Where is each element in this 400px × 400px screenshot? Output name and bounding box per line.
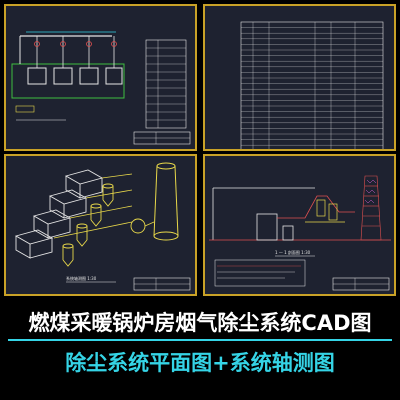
material-table-drawing: [240, 21, 384, 149]
axonometric-drawing: 系统轴测图 1:30: [14, 162, 191, 291]
caption-title: 燃煤采暖锅炉房烟气除尘系统CAD图: [28, 311, 372, 335]
iso-boiler-group: [14, 169, 104, 259]
plan-view-drawing: [11, 31, 191, 145]
boiler-group: [27, 36, 123, 85]
axonometric-label: 系统轴测图 1:30: [66, 275, 97, 281]
section-drawing: 1 — 1 剖面图 1:30: [209, 175, 391, 291]
axonometric-panel: 系统轴测图 1:30: [4, 154, 197, 296]
material-table-panel: [203, 4, 396, 151]
section-chimney: [360, 175, 382, 241]
iso-chimney: [153, 162, 179, 241]
caption-subtitle: 除尘系统平面图+系统轴测图: [65, 351, 335, 375]
caption-divider: [8, 339, 392, 341]
iso-fan: [130, 218, 146, 234]
material-table-grid: [240, 21, 384, 149]
section-notes-box: [214, 259, 306, 287]
section-label: 1 — 1 剖面图 1:30: [275, 249, 311, 255]
plan-legend-table: [145, 39, 187, 129]
plan-view-panel: [4, 4, 197, 151]
section-building: [209, 187, 391, 241]
caption-area: 燃煤采暖锅炉房烟气除尘系统CAD图 除尘系统平面图+系统轴测图: [0, 299, 400, 400]
iso-cyclone-group: [62, 183, 114, 267]
section-panel: 1 — 1 剖面图 1:30: [203, 154, 396, 296]
